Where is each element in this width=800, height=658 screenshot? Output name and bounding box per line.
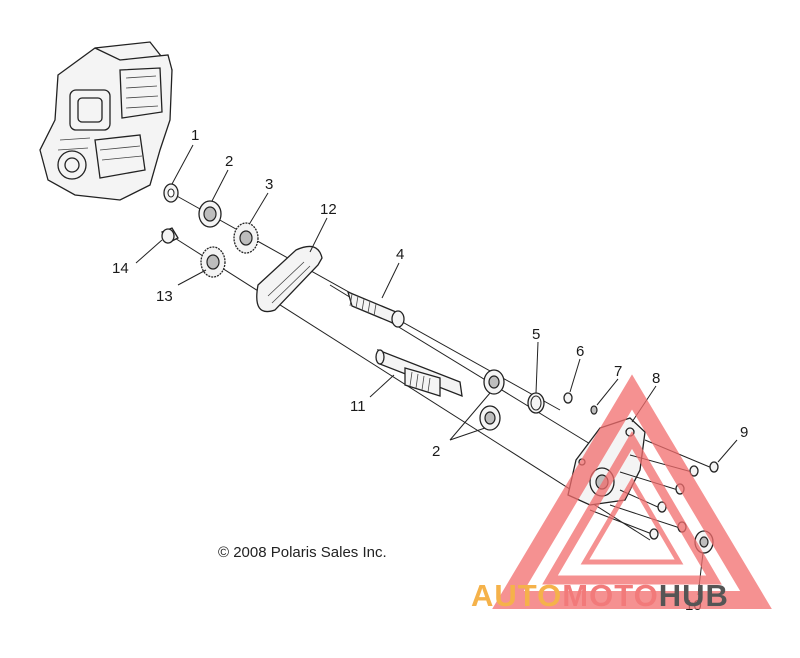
part-gear-lower xyxy=(200,246,226,278)
callout-14: 14 xyxy=(112,260,129,277)
callout-8: 8 xyxy=(652,370,660,387)
part-o-ring xyxy=(527,392,545,414)
part-drive-chain xyxy=(256,245,323,313)
automotohub-watermark xyxy=(492,374,772,609)
watermark-moto: MOTO xyxy=(562,578,658,613)
callout-11: 11 xyxy=(350,398,366,415)
copyright-notice: © 2008 Polaris Sales Inc. xyxy=(218,544,387,561)
watermark-wordmark: AUTOMOTOHUB xyxy=(471,578,729,613)
callout-7: 7 xyxy=(614,363,622,380)
watermark-auto: AUTO xyxy=(471,578,562,613)
callout-1: 1 xyxy=(191,127,199,144)
callout-9: 9 xyxy=(740,424,748,441)
callout-12: 12 xyxy=(320,201,337,218)
callout-13: 13 xyxy=(156,288,173,305)
transmission-housing-sketch xyxy=(39,41,173,201)
svg-text:AUTOMOTOHUB: AUTOMOTOHUB xyxy=(471,578,729,613)
part-bearing-middle xyxy=(483,369,505,395)
part-splined-shaft xyxy=(347,290,405,328)
leader-lines xyxy=(135,144,738,596)
callout-5: 5 xyxy=(532,326,540,343)
part-screw xyxy=(563,392,573,404)
watermark-hub: HUB xyxy=(659,578,729,613)
callout-6: 6 xyxy=(576,343,584,360)
part-thrust-washer xyxy=(163,183,179,203)
part-dowel-pin xyxy=(590,405,598,415)
watermark-triangle-icon xyxy=(492,374,772,609)
callout-4: 4 xyxy=(396,246,404,263)
part-gear-upper xyxy=(233,222,259,254)
part-bearing-upper xyxy=(198,200,222,228)
part-output-shaft xyxy=(375,348,463,398)
callout-3: 3 xyxy=(265,176,273,193)
callout-2-lower: 2 xyxy=(432,443,440,460)
part-bearing-lower xyxy=(479,405,501,431)
callout-2-upper: 2 xyxy=(225,153,233,170)
part-bushing xyxy=(161,227,179,244)
